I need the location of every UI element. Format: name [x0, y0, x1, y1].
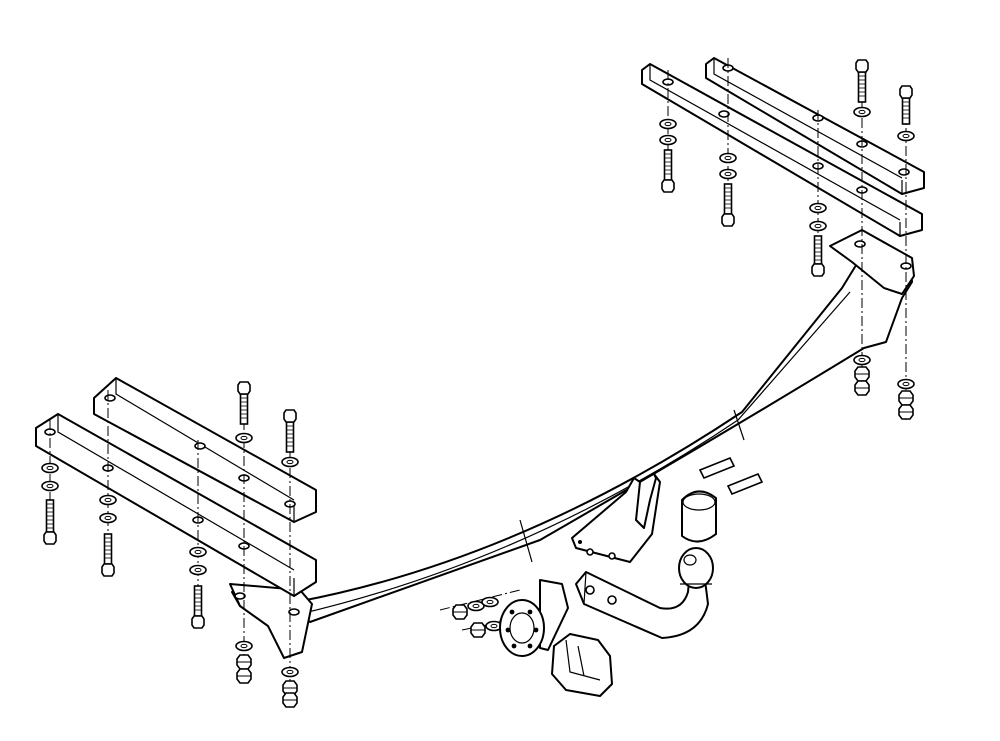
electrical-socket: [499, 579, 569, 657]
socket-cover: [551, 633, 613, 697]
crossbar: [229, 229, 915, 659]
mounting-bolt: [857, 71, 867, 103]
ball-cap: [681, 490, 717, 543]
mounting-bolt: [103, 533, 113, 565]
left-bracket-outer: [35, 413, 317, 598]
fasteners: [41, 59, 915, 708]
mounting-bolt: [723, 183, 733, 215]
mounting-bolt: [193, 585, 203, 617]
mounting-bolt: [239, 393, 249, 425]
mounting-bolt: [698, 456, 736, 480]
mounting-bolt: [285, 421, 295, 453]
tow-ball-neck: [575, 547, 714, 639]
right-bracket-outer: [641, 63, 923, 238]
right-bracket-inner: [705, 57, 925, 196]
mounting-bolt: [726, 472, 764, 496]
socket-bracket: [571, 473, 661, 563]
mounting-bolt: [663, 149, 673, 181]
